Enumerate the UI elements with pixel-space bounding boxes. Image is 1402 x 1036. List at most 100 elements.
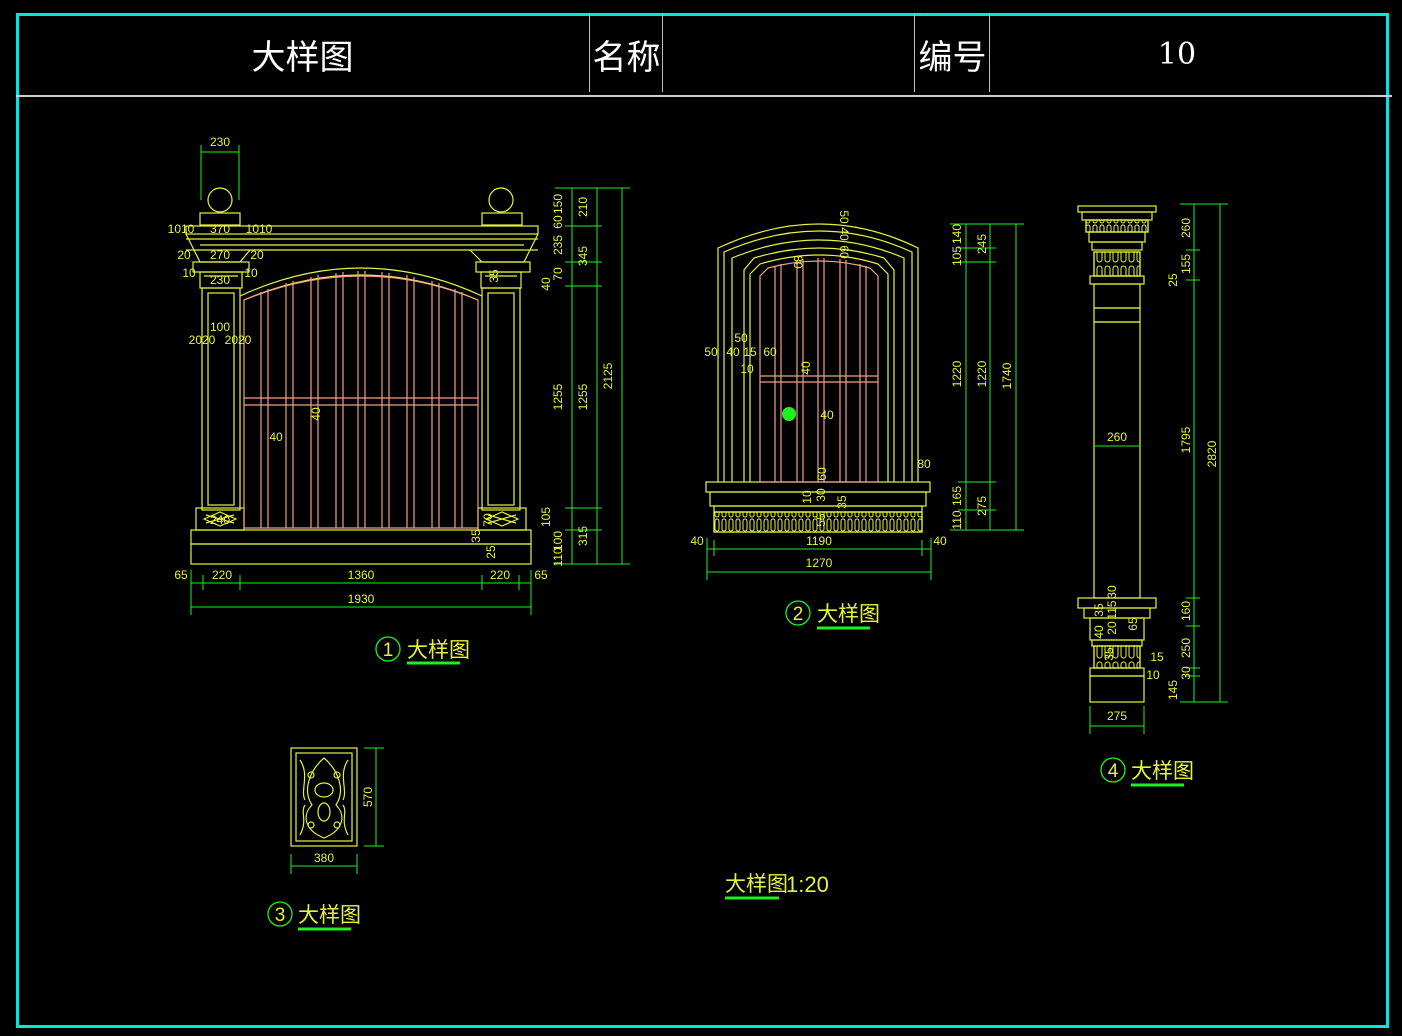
divider [989,13,990,92]
dim: 1190 [806,534,832,548]
detail-title: 大样图 [298,904,361,927]
dim: 20 [1105,621,1119,635]
dim: 40 [269,430,283,444]
dim: 115 [1105,600,1119,619]
dim: 240 [210,513,230,527]
dim: 60 [551,215,565,229]
dim: 1740 [1000,362,1014,389]
detail-3-dimensions [290,747,384,874]
detail-3-panel [290,747,358,847]
dim: 35 [1092,603,1106,617]
dim: 275 [1107,709,1127,723]
detail-2-label: 2 大样图 [785,600,880,630]
dim: 230 [210,273,230,287]
dim: 30 [814,488,828,502]
dim: 380 [314,851,334,865]
dim: 1220 [950,360,964,387]
dim: 260 [1107,430,1127,444]
detail-2-dim-text: 50 40 60 80 50 50 40 15 60 10 40 40 80 6… [690,210,1014,570]
dim: 80 [791,255,805,269]
dim: 370 [210,222,230,236]
dim: 60 [837,245,851,259]
dim: 65 [1126,617,1140,631]
dim: 1360 [348,568,375,582]
dim: 1010 [168,222,195,236]
detail-4-dim-text: 260 275 260 25 155 1795 160 250 30 145 2… [1092,218,1219,723]
dim: 60 [815,467,829,481]
dim: 2020 [189,333,216,347]
dim: 65 [534,568,548,582]
dim: 25 [484,545,498,559]
dim: 15 [1150,650,1164,664]
dim: 165 [950,486,964,506]
dim: 570 [361,787,375,807]
dim: 230 [210,135,230,149]
dim: 1270 [806,556,833,570]
dim: 70 [551,267,565,281]
dim: 40 [837,227,851,241]
divider [589,13,590,92]
dim: 10 [182,266,196,280]
dim: 50 [734,331,748,345]
dim: 145 [1166,680,1180,700]
scale-title: 大样图 [725,873,788,896]
dim: 40 [933,534,947,548]
dim: 220 [212,568,232,582]
dim: 35 [487,269,501,283]
scale-value: 1:20 [786,872,829,897]
dim: 40 [799,361,813,375]
dim: 80 [917,457,931,471]
dim: 150 [551,194,565,214]
divider [914,13,915,92]
detail-3-dim-text: 380 570 [314,787,375,865]
dim: 1795 [1179,426,1193,453]
dim: 140 [950,224,964,244]
divider [662,13,663,92]
dim: 55 [814,513,828,527]
dim: 110 [950,510,964,529]
dim: 40 [309,407,323,421]
dim: 270 [210,248,230,262]
dim: 210 [576,197,590,217]
dim: 260 [1179,218,1193,238]
detail-2-window-leaf [759,258,879,483]
dim: 2125 [601,362,615,389]
dim: 100 [210,320,230,334]
detail-number: 1 [383,640,394,661]
dim: 40 [539,277,553,291]
dim: 345 [576,246,590,266]
name-label: 名称 [592,37,661,78]
dim: 2020 [225,333,252,347]
dim: 30 [1105,585,1119,599]
detail-1-gate [185,187,539,565]
dim: 275 [975,496,989,516]
detail-number: 3 [275,905,286,926]
detail-1-gate-leaf [243,271,479,529]
detail-title: 大样图 [407,639,470,662]
dim: 1220 [975,360,989,387]
detail-title: 大样图 [1131,760,1194,783]
window-handle [782,407,796,421]
dim: 70 [481,513,495,527]
detail-4-label: 4 大样图 [1100,757,1194,787]
dim: 1930 [348,592,375,606]
detail-2-dimensions [706,223,1024,580]
detail-1-label: 1 大样图 [375,636,470,665]
dim: 35 [469,529,483,543]
dim: 10 [740,362,754,376]
dim: 315 [576,526,590,546]
dim: 25 [1166,273,1180,287]
dim: 100 [551,531,565,551]
title-block: 大样图 名称 编号 10 [16,13,1392,97]
dim: 15 [743,345,757,359]
scale-note: 大样图 1:20 [725,872,829,900]
dim: 2820 [1205,440,1219,467]
dim: 110 [551,547,565,566]
number-value: 10 [1157,36,1197,72]
dim: 10 [800,490,814,504]
dim: 1255 [576,383,590,410]
detail-3-label: 3 大样图 [267,901,361,931]
dim: 40 [820,408,834,422]
dim: 40 [726,345,740,359]
